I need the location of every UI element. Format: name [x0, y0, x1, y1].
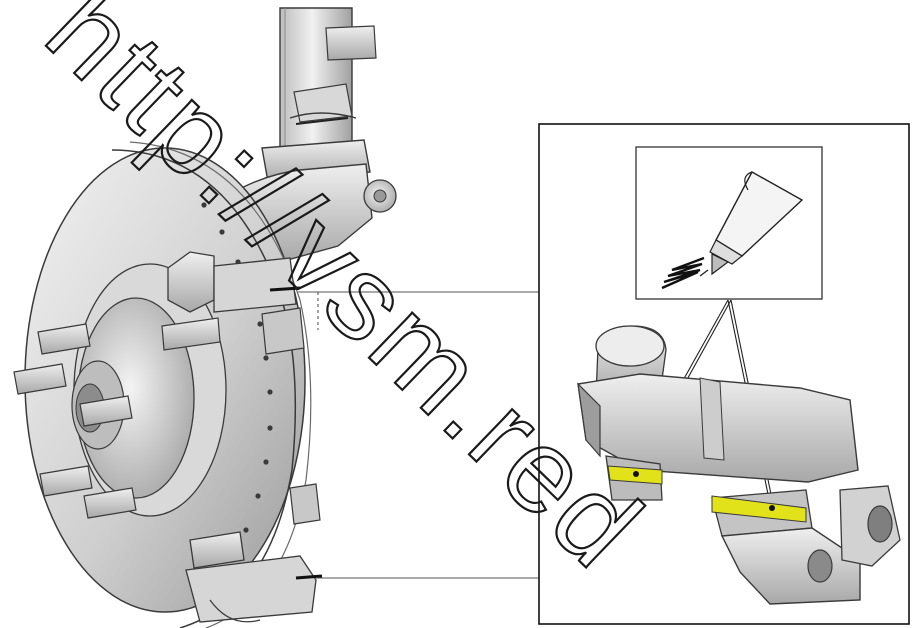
grease-tube-icon: [661, 171, 804, 290]
caliper-bracket-upper: [161, 251, 305, 355]
wheel-studs: [13, 323, 137, 519]
leader-lines: [298, 291, 540, 579]
strut-tube: [261, 7, 377, 183]
grease-tube-inset: [635, 146, 823, 300]
caliper-bracket-detail: [577, 325, 901, 605]
detail-callout-panel: [538, 123, 910, 625]
brake-disc-assembly: [13, 7, 397, 628]
grease-point-right: [711, 495, 807, 523]
caliper-bracket-lower: [185, 483, 323, 623]
